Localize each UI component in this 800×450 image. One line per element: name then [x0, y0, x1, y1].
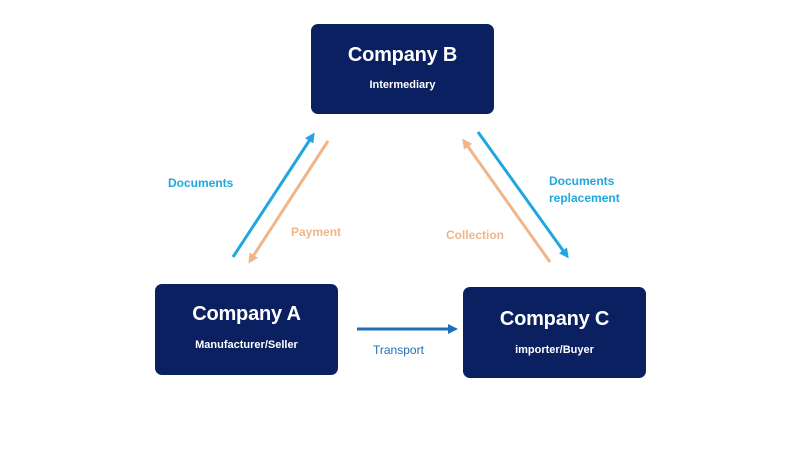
company-c-subtitle: importer/Buyer — [515, 344, 594, 356]
documents-label: Documents — [168, 176, 234, 190]
company-b-title: Company B — [347, 44, 458, 66]
documents-replacement-label: Documents replacement — [549, 173, 620, 207]
documents-replacement-line-2: replacement — [549, 191, 620, 205]
company-c-title: Company C — [499, 308, 610, 330]
collection-label: Collection — [446, 228, 505, 242]
company-c-box: Company C importer/Buyer — [463, 287, 646, 378]
collection-arrow-c-to-b — [462, 138, 552, 263]
documents-arrow-a-to-b — [231, 132, 315, 258]
company-b-box: Company B Intermediary — [311, 24, 494, 114]
transport-label: Transport — [373, 343, 424, 357]
payment-arrow-b-to-a — [248, 140, 330, 264]
company-a-title: Company A — [192, 303, 301, 325]
documents-replacement-arrow-b-to-c — [476, 131, 569, 259]
company-a-subtitle: Manufacturer/Seller — [195, 339, 298, 351]
company-a-box: Company A Manufacturer/Seller — [155, 284, 338, 375]
payment-label: Payment — [291, 225, 342, 239]
documents-replacement-line-1: Documents — [549, 174, 615, 188]
company-b-subtitle: Intermediary — [369, 79, 436, 91]
